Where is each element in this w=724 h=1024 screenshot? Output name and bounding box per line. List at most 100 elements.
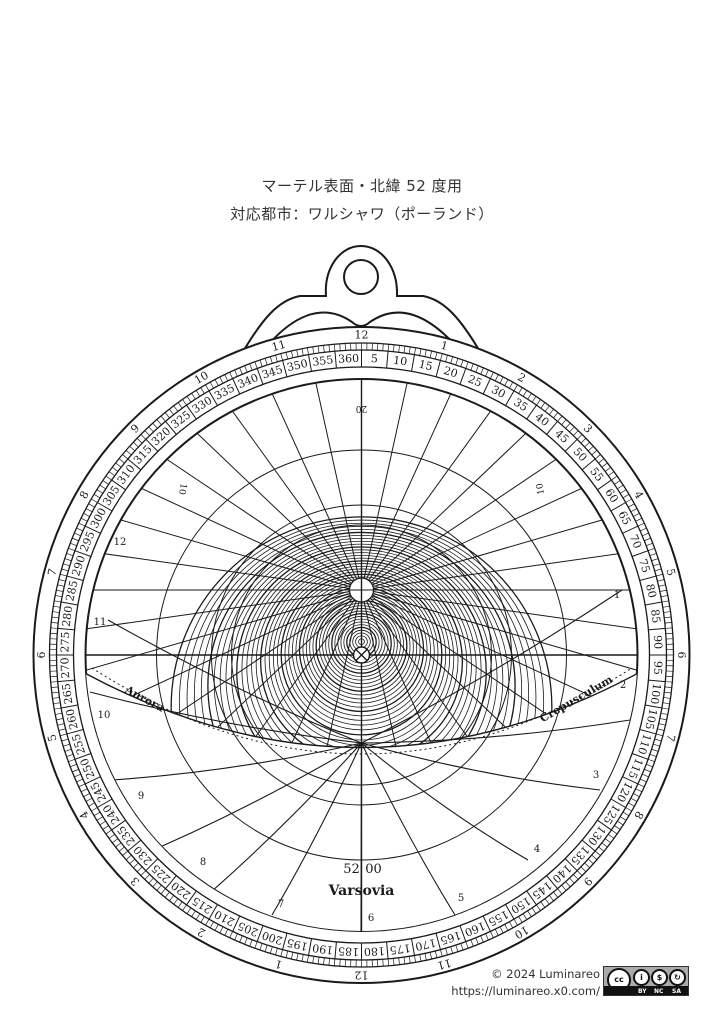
degree-tick — [622, 494, 630, 499]
degree-tick — [177, 901, 183, 908]
unequal-hour-label: 10 — [98, 710, 111, 721]
degree-tick — [301, 348, 304, 356]
degree-tick — [234, 369, 238, 377]
degree-tick — [480, 367, 484, 375]
unequal-hour-line — [89, 691, 362, 744]
cc-license-badge[interactable]: cc i $ ↻ BY NC SA — [603, 966, 689, 996]
degree-tick — [68, 547, 76, 552]
degree-tick — [470, 363, 474, 371]
degree-tick — [646, 763, 653, 768]
degree-tick — [611, 475, 618, 481]
degree-tick — [177, 402, 183, 409]
plate-content — [85, 379, 638, 931]
degree-tick — [234, 933, 238, 941]
degree-label: 70 — [627, 533, 644, 551]
degree-tick — [424, 953, 427, 961]
degree-tick — [164, 891, 170, 898]
degree-tick — [485, 369, 489, 377]
degree-tick — [663, 611, 671, 613]
degree-tick — [639, 527, 647, 532]
degree-tick — [644, 537, 651, 542]
degree-tick — [136, 866, 143, 872]
degree-divider — [127, 458, 142, 471]
degree-tick — [635, 517, 643, 522]
degree-tick — [85, 797, 93, 802]
degree-tick — [647, 758, 655, 763]
altitude-label: 10 — [535, 482, 547, 495]
degree-tick — [614, 480, 621, 485]
unequal-hour-label: 4 — [534, 844, 540, 855]
degree-tick — [419, 954, 422, 962]
degree-tick — [195, 913, 201, 920]
degree-tick — [663, 697, 671, 699]
degree-tick — [312, 956, 315, 964]
degree-tick — [651, 748, 659, 752]
degree-tick — [296, 349, 299, 357]
degree-tick — [408, 346, 411, 354]
degree-tick — [544, 898, 550, 905]
degree-tick — [540, 901, 546, 908]
unequal-hour-line — [195, 742, 362, 906]
degree-tick — [152, 881, 158, 888]
degree-tick — [88, 503, 95, 508]
degree-tick — [475, 937, 479, 945]
unequal-hour-line — [361, 719, 631, 744]
degree-label: 260 — [63, 708, 80, 731]
degree-divider — [334, 941, 337, 959]
degree-tick — [229, 372, 233, 379]
degree-tick — [569, 426, 575, 433]
license-by-label: BY — [638, 988, 647, 995]
degree-tick — [665, 681, 673, 683]
degree-tick — [604, 466, 611, 472]
degree-tick — [601, 842, 608, 848]
degree-label: 60 — [602, 486, 620, 505]
unequal-hour-label: 3 — [593, 770, 599, 781]
degree-label: 90 — [651, 635, 665, 650]
degree-tick — [536, 399, 541, 406]
degree-tick — [633, 793, 640, 797]
degree-tick — [61, 568, 69, 572]
degree-tick — [296, 953, 299, 961]
degree-tick — [518, 916, 523, 923]
degree-tick — [118, 846, 125, 852]
degree-tick — [633, 513, 640, 517]
degree-tick — [96, 489, 104, 494]
degree-tick — [54, 600, 62, 603]
limb-hour-label: 12 — [355, 329, 369, 342]
degree-label: 110 — [635, 732, 654, 756]
degree-tick — [229, 931, 233, 938]
limb-hour-label: 11 — [270, 338, 287, 354]
degree-tick — [80, 517, 88, 522]
azimuth-line — [361, 589, 638, 647]
degree-tick — [608, 833, 615, 839]
degree-tick — [70, 542, 77, 547]
degree-tick — [513, 918, 518, 926]
degree-tick — [317, 956, 320, 965]
license-sa-label: SA — [672, 988, 681, 995]
limb-hour-label: 10 — [512, 923, 531, 941]
degree-tick — [136, 438, 143, 444]
degree-tick — [323, 345, 325, 353]
degree-tick — [642, 773, 649, 778]
degree-divider — [459, 925, 467, 942]
degree-label: 100 — [648, 682, 664, 705]
degree-tick — [264, 358, 268, 366]
degree-divider — [308, 938, 312, 956]
degree-tick — [285, 352, 289, 360]
site-url-link[interactable]: https://luminareo.x0.com/ — [451, 984, 600, 998]
azimuth-line — [361, 379, 432, 591]
degree-tick — [254, 941, 258, 949]
degree-tick — [475, 365, 479, 373]
degree-tick — [80, 788, 88, 793]
degree-divider — [610, 798, 626, 808]
degree-divider — [97, 798, 113, 808]
degree-tick — [259, 943, 263, 951]
degree-tick — [224, 928, 229, 936]
degree-divider — [505, 904, 515, 920]
throne-outline — [243, 244, 480, 351]
unequal-hour-label: 5 — [458, 893, 464, 904]
degree-tick — [527, 910, 532, 917]
degree-tick — [513, 384, 518, 392]
degree-tick — [70, 763, 77, 768]
degree-tick — [540, 402, 546, 409]
